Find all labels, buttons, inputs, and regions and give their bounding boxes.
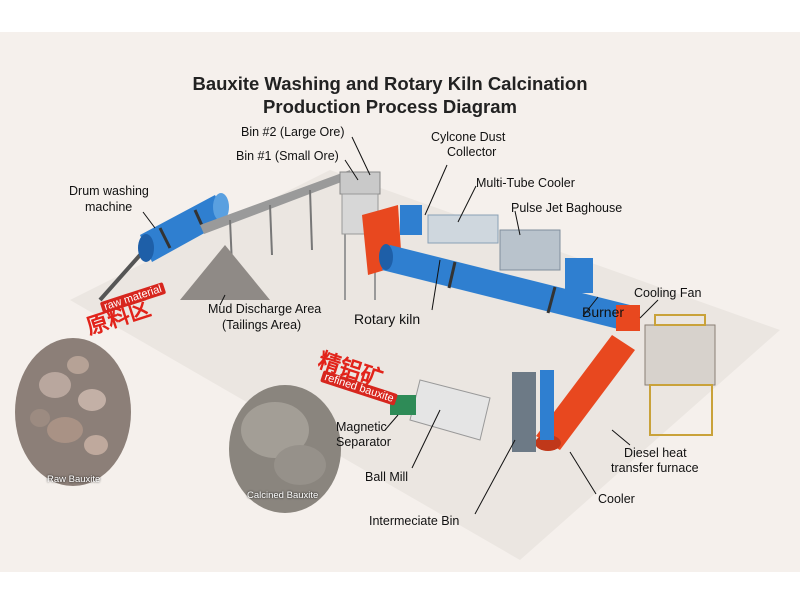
- label-ball-mill: Ball Mill: [365, 470, 409, 484]
- calcined-bauxite-sample: [229, 385, 341, 513]
- burner-housing: [616, 305, 640, 331]
- label-mud-discharge-2: (Tailings Area): [222, 318, 302, 332]
- label-mud-discharge-1: Mud Discharge Area: [208, 302, 322, 316]
- mud-pile: [180, 245, 270, 300]
- dust-collection: [400, 205, 593, 293]
- feed-conveyor: [98, 253, 142, 302]
- calcined-bauxite-caption: Calcined Bauxite: [247, 490, 319, 501]
- raw-bauxite-caption: Raw Bauxite: [47, 474, 101, 485]
- label-intermediate-bin: Intermeciate Bin: [369, 514, 460, 528]
- rotary-kiln-body: [379, 244, 630, 330]
- title-line-1: Bauxite Washing and Rotary Kiln Calcinat…: [192, 73, 588, 94]
- ground-slab: [70, 170, 780, 560]
- label-drum-washing-1: Drum washing: [69, 184, 149, 198]
- label-bin-1: Bin #1 (Small Ore): [236, 149, 339, 163]
- label-burner: Burner: [582, 304, 625, 320]
- label-magnetic-2: Separator: [336, 435, 391, 449]
- raw-bauxite-sample: [15, 338, 131, 486]
- label-diesel-2: transfer furnace: [611, 461, 699, 475]
- bucket-elevator: [512, 372, 536, 452]
- ore-bins: [339, 171, 381, 300]
- label-cooling-fan: Cooling Fan: [634, 286, 702, 300]
- label-cooler: Cooler: [598, 492, 635, 506]
- label-magnetic-1: Magnetic: [336, 420, 387, 434]
- label-cyclone-1: Cylcone Dust: [431, 130, 506, 144]
- drum-washing-machine: [138, 193, 229, 262]
- label-cyclone-2: Collector: [447, 145, 497, 159]
- diagram-title: Bauxite Washing and Rotary Kiln Calcinat…: [150, 72, 630, 118]
- ball-mill: [390, 379, 491, 441]
- label-pulse-jet-baghouse: Pulse Jet Baghouse: [511, 201, 623, 215]
- leader-lines: [142, 136, 659, 515]
- label-multi-tube-cooler: Multi-Tube Cooler: [476, 176, 575, 190]
- label-bin-2: Bin #2 (Large Ore): [241, 125, 345, 139]
- title-line-2: Production Process Diagram: [263, 96, 517, 117]
- label-rotary-kiln: Rotary kiln: [354, 311, 421, 327]
- label-diesel-1: Diesel heat: [624, 446, 687, 460]
- intermediate-bin: [540, 370, 554, 440]
- diesel-furnace: [644, 314, 716, 436]
- label-drum-washing-2: machine: [85, 200, 133, 214]
